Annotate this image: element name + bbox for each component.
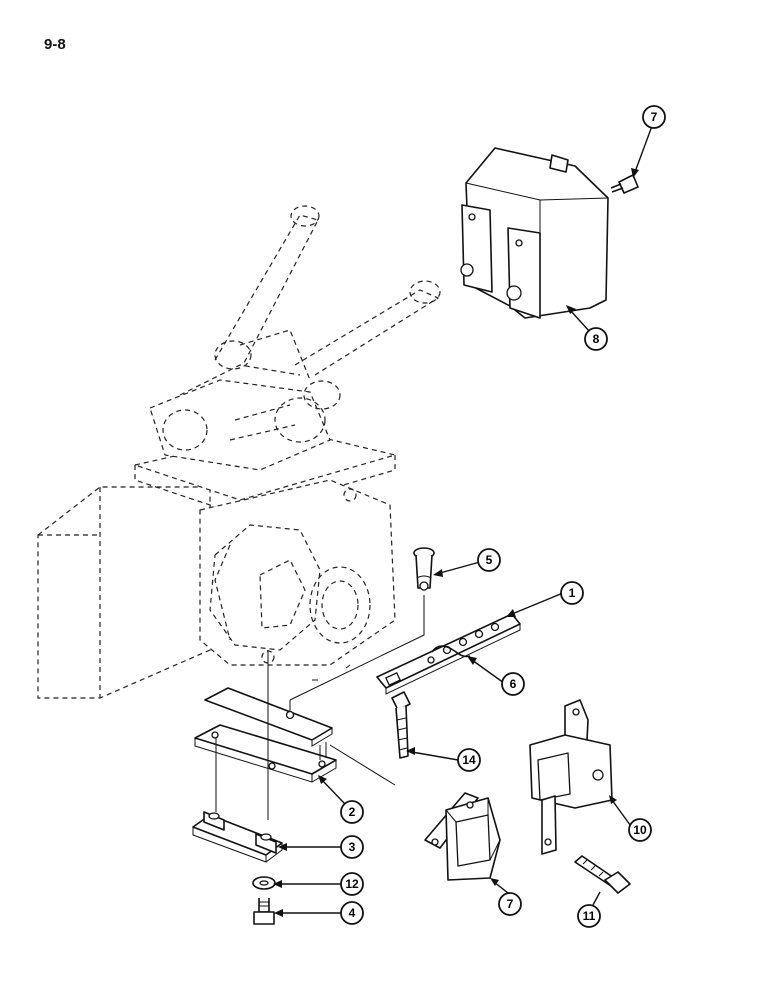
hitch-bracket-part-10 — [529, 699, 613, 855]
callout-label: 2 — [349, 805, 356, 819]
callout-2: 2 — [340, 800, 364, 824]
callout-label: 6 — [510, 677, 517, 691]
pin-clip-part-6 — [431, 645, 471, 658]
bolt-part-14 — [391, 691, 411, 759]
drawbar-part-1 — [376, 613, 521, 695]
washer-part-12 — [252, 876, 276, 890]
assembly-guide-lines — [215, 595, 425, 820]
callout-6: 6 — [501, 672, 525, 696]
callout-5: 5 — [477, 548, 501, 572]
callout-label: 11 — [583, 909, 596, 923]
callout-label: 1 — [569, 586, 576, 600]
callout-12: 12 — [340, 872, 364, 896]
cover-shield-part-8 — [460, 147, 609, 319]
screw-part-9 — [610, 174, 639, 194]
tractor-rear-housing-outline — [37, 205, 441, 699]
bolt-part-4 — [253, 898, 275, 925]
page-number: 9-8 — [44, 36, 66, 53]
callout-9: 7 — [642, 105, 666, 129]
callout-11: 11 — [577, 904, 601, 928]
callout-label: 12 — [345, 877, 359, 891]
callout-label: 10 — [633, 823, 647, 837]
callout-10: 10 — [628, 818, 652, 842]
callout-7: 7 — [498, 892, 522, 916]
callout-label: 8 — [593, 332, 600, 346]
bolt-part-11 — [574, 855, 631, 894]
guide-bracket-part-7 — [424, 792, 501, 881]
callout-1: 1 — [560, 581, 584, 605]
callout-3: 3 — [340, 835, 364, 859]
callout-8: 8 — [584, 327, 608, 351]
clevis-pin-part-5 — [413, 547, 435, 591]
callout-label: 14 — [462, 753, 476, 767]
mounting-block-part-3 — [192, 811, 283, 863]
callout-4: 4 — [340, 901, 364, 925]
callout-label: 3 — [349, 840, 356, 854]
callout-14: 14 — [457, 748, 481, 772]
callout-label: 4 — [349, 906, 356, 920]
callout-label: 5 — [486, 553, 493, 567]
callout-label: 7 — [651, 110, 658, 124]
callout-leaders — [273, 125, 653, 917]
callout-label: 7 — [507, 897, 514, 911]
